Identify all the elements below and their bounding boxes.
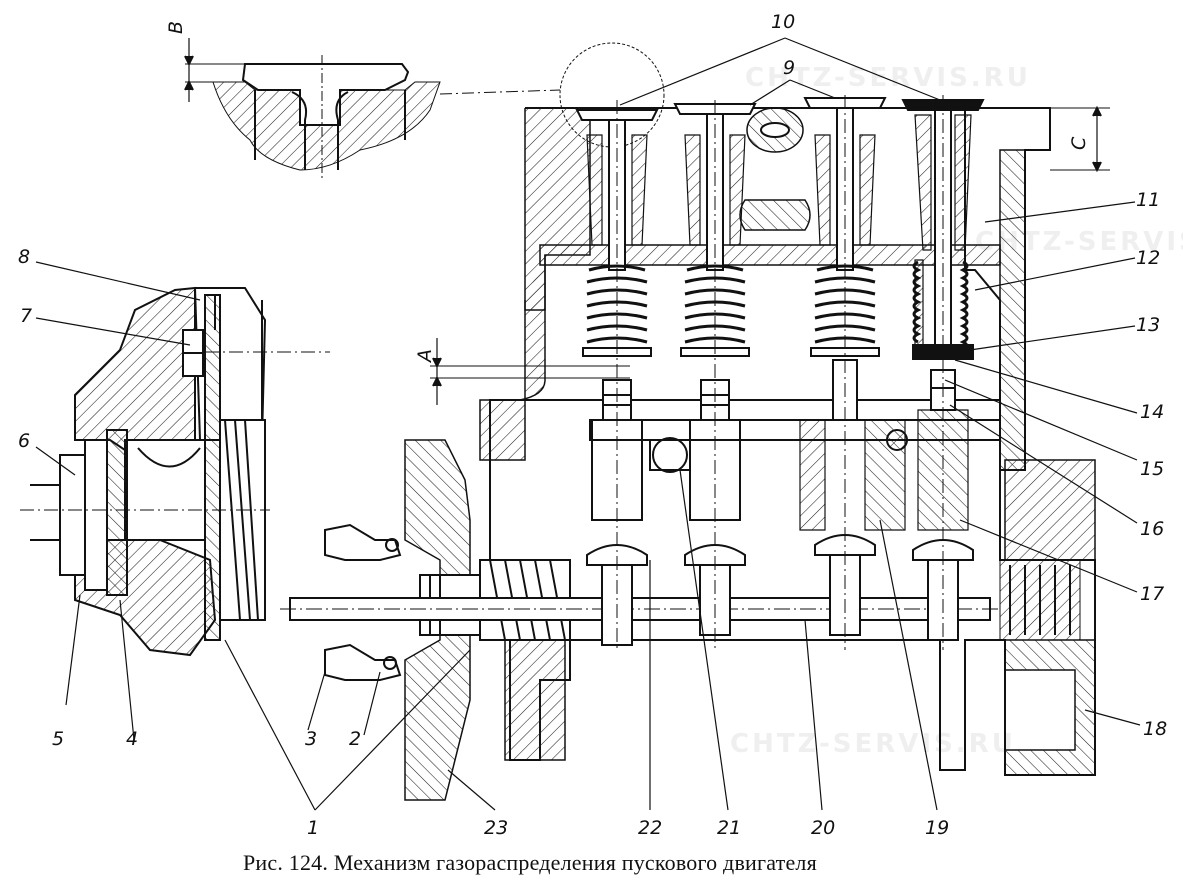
callout-19: 19 (925, 817, 949, 839)
figure-caption: Рис. 124. Механизм газораспределения пус… (243, 850, 817, 875)
callout-22: 22 (638, 817, 662, 839)
callout-16: 16 (1140, 518, 1164, 540)
callout-20: 20 (811, 817, 835, 839)
callout-15: 15 (1140, 458, 1164, 480)
callout-10: 10 (771, 11, 795, 33)
drive-coupling-section (20, 286, 330, 657)
dimension-c-label: C (1068, 136, 1090, 150)
callout-2: 2 (349, 728, 361, 750)
valve-housing-section (280, 42, 1110, 801)
callout-14: 14 (1140, 401, 1164, 423)
callout-21: 21 (717, 817, 741, 839)
valve-3 (799, 95, 906, 650)
callout-17: 17 (1140, 583, 1164, 605)
valve-assemblies (575, 95, 1001, 650)
valve-seat-inset (184, 38, 561, 178)
valve-4 (901, 95, 985, 650)
callout-18: 18 (1143, 718, 1167, 740)
dimension-a-label: A (414, 349, 436, 364)
callout-5: 5 (52, 728, 64, 750)
valve-2 (673, 100, 757, 650)
watermark-text: CHTZ-SERVIS.RU (730, 729, 1016, 759)
callout-12: 12 (1136, 247, 1160, 269)
callout-6: 6 (18, 430, 30, 452)
callout-11: 11 (1136, 189, 1160, 211)
callout-13: 13 (1136, 314, 1160, 336)
callout-1: 1 (307, 817, 319, 839)
callout-labels: 10 9 11 12 13 14 15 16 17 18 19 20 21 22… (18, 11, 1167, 839)
leader-lines (35, 37, 1141, 811)
callout-9: 9 (783, 57, 795, 79)
callout-4: 4 (126, 728, 138, 750)
dimension-b-label: B (165, 21, 187, 34)
callout-23: 23 (484, 817, 508, 839)
callout-7: 7 (20, 305, 32, 327)
callout-8: 8 (18, 246, 30, 268)
valve-1 (575, 100, 659, 650)
callout-3: 3 (305, 728, 317, 750)
